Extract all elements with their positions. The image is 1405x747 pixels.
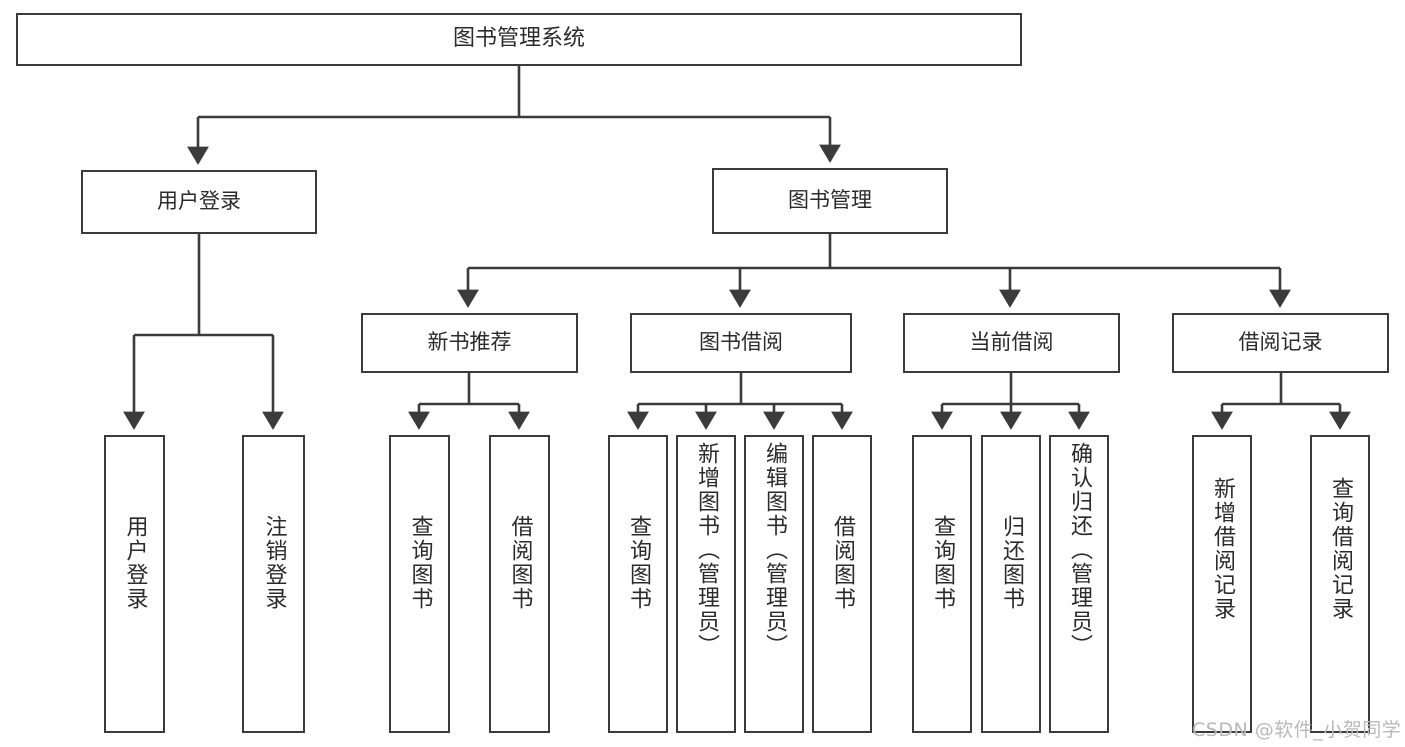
leaf-add-record[interactable]: 新增借阅记录 xyxy=(1192,435,1252,733)
leaf-add-book-label: 新增图书（管理员） xyxy=(694,442,719,658)
node-user-login[interactable]: 用户登录 xyxy=(81,170,317,234)
leaf-confirm-return-label: 确认归还（管理员） xyxy=(1067,442,1092,658)
node-new-book-rec-label: 新书推荐 xyxy=(427,330,512,355)
leaf-borrow-book-b[interactable]: 借阅图书 xyxy=(812,435,872,733)
node-current-borrow[interactable]: 当前借阅 xyxy=(903,313,1120,373)
leaf-return-book-label: 归还图书 xyxy=(999,515,1024,611)
leaf-query-record[interactable]: 查询借阅记录 xyxy=(1310,435,1370,733)
leaf-logout-label: 注销登录 xyxy=(261,515,287,611)
leaf-add-book[interactable]: 新增图书（管理员） xyxy=(676,435,736,733)
leaf-confirm-return[interactable]: 确认归还（管理员） xyxy=(1049,435,1109,733)
leaf-borrow-book-b-label: 借阅图书 xyxy=(830,515,855,611)
node-borrow-record-label: 借阅记录 xyxy=(1238,330,1323,355)
leaf-query-record-label: 查询借阅记录 xyxy=(1328,477,1353,621)
node-user-login-label: 用户登录 xyxy=(157,189,241,214)
node-current-borrow-label: 当前借阅 xyxy=(969,330,1054,355)
node-new-book-rec[interactable]: 新书推荐 xyxy=(361,313,578,373)
node-book-borrow-label: 图书借阅 xyxy=(699,330,783,355)
leaf-query-book-c-label: 查询图书 xyxy=(930,515,955,611)
leaf-query-book-b-label: 查询图书 xyxy=(626,515,651,611)
leaf-query-book-b[interactable]: 查询图书 xyxy=(608,435,668,733)
leaf-query-book-a[interactable]: 查询图书 xyxy=(389,435,450,733)
node-root[interactable]: 图书管理系统 xyxy=(16,13,1022,66)
leaf-edit-book[interactable]: 编辑图书（管理员） xyxy=(744,435,804,733)
node-book-borrow[interactable]: 图书借阅 xyxy=(630,313,852,373)
leaf-edit-book-label: 编辑图书（管理员） xyxy=(762,442,787,658)
node-root-label: 图书管理系统 xyxy=(452,26,585,52)
leaf-logout[interactable]: 注销登录 xyxy=(242,435,305,733)
leaf-borrow-book-a-label: 借阅图书 xyxy=(507,515,533,611)
leaf-return-book[interactable]: 归还图书 xyxy=(981,435,1041,733)
node-borrow-record[interactable]: 借阅记录 xyxy=(1172,313,1389,373)
leaf-query-book-c[interactable]: 查询图书 xyxy=(912,435,972,733)
leaf-query-book-a-label: 查询图书 xyxy=(407,515,433,611)
node-book-manage-label: 图书管理 xyxy=(788,188,872,213)
leaf-user-login[interactable]: 用户登录 xyxy=(104,435,165,733)
node-book-manage[interactable]: 图书管理 xyxy=(712,168,948,234)
leaf-borrow-book-a[interactable]: 借阅图书 xyxy=(489,435,550,733)
leaf-user-login-label: 用户登录 xyxy=(122,515,148,611)
leaf-add-record-label: 新增借阅记录 xyxy=(1210,477,1235,621)
